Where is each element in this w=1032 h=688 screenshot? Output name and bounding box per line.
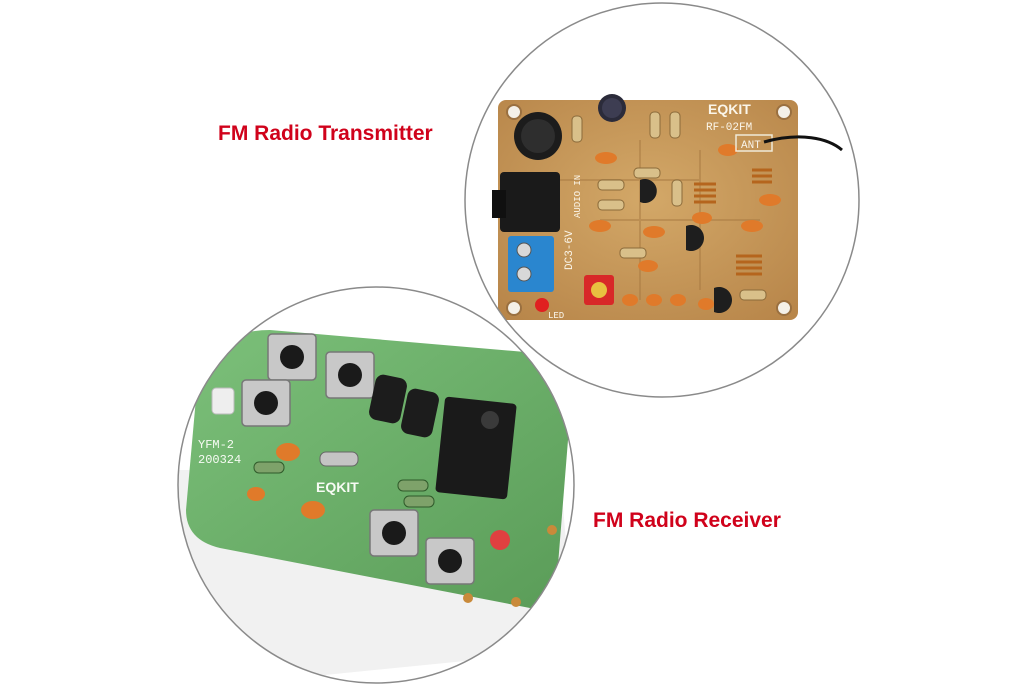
crystal: [319, 451, 359, 467]
receiver-led: [211, 387, 235, 415]
transmitter-model: RF-02FM: [706, 122, 752, 134]
receiver-capacitors: [369, 374, 439, 438]
tactile-buttons: [241, 333, 475, 585]
transmitter-brand: EQKIT: [708, 101, 751, 117]
receiver-circle: EQKIT YFM-2 200324: [177, 286, 575, 684]
audio-jack: [500, 172, 560, 232]
dc-terminal: [508, 236, 554, 292]
antenna-wire: [763, 135, 843, 152]
receiver-model: YFM-2: [198, 438, 234, 452]
led: [535, 298, 549, 312]
transmitter-label: FM Radio Transmitter: [218, 122, 433, 145]
audio-label: AUDIO IN: [573, 175, 583, 218]
led-label: LED: [548, 311, 564, 321]
dc-label: DC3-6V: [564, 230, 576, 270]
receiver-brand: EQKIT: [316, 479, 359, 495]
receiver-date: 200324: [198, 453, 241, 467]
antenna-label: ANT: [741, 140, 761, 152]
transmitter-circle: ANT EQKIT RF-02FM DC3-6V AUDIO IN LED: [464, 2, 860, 398]
receiver-label: FM Radio Receiver: [593, 509, 781, 532]
headphone-jack: [435, 396, 517, 500]
